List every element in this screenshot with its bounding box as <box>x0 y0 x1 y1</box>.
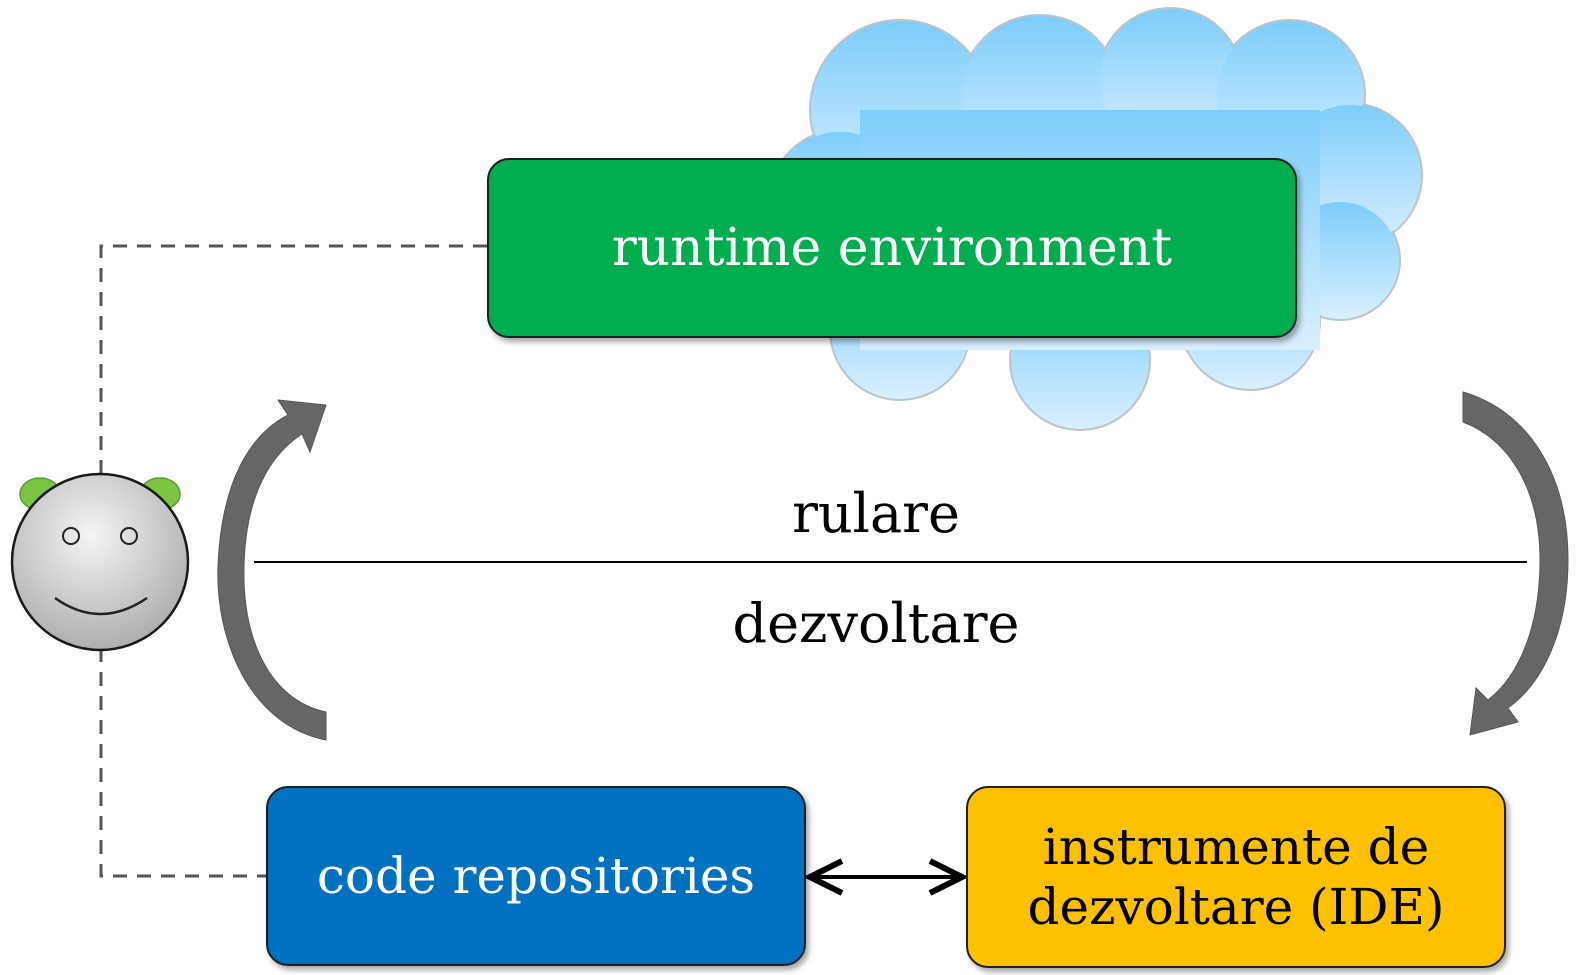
ide-label-line2: dezvoltare (IDE) <box>1027 878 1445 936</box>
rulare-label: rulare <box>792 482 960 545</box>
runtime-environment-box: runtime environment <box>487 158 1297 338</box>
code-repositories-label: code repositories <box>316 847 756 905</box>
dezvoltare-label: dezvoltare <box>732 592 1020 655</box>
cycle-arrow-up-icon <box>217 399 327 741</box>
dashed-connector-bottom <box>99 648 266 878</box>
dashed-connector-top <box>99 244 487 476</box>
runtime-environment-label: runtime environment <box>611 218 1173 278</box>
ide-box: instrumente de dezvoltare (IDE) <box>966 786 1506 968</box>
cycle-arrow-down-icon <box>1462 391 1569 736</box>
code-repositories-box: code repositories <box>266 786 806 966</box>
user-face-icon <box>10 472 190 652</box>
ide-label-line1: instrumente de <box>1042 818 1430 876</box>
